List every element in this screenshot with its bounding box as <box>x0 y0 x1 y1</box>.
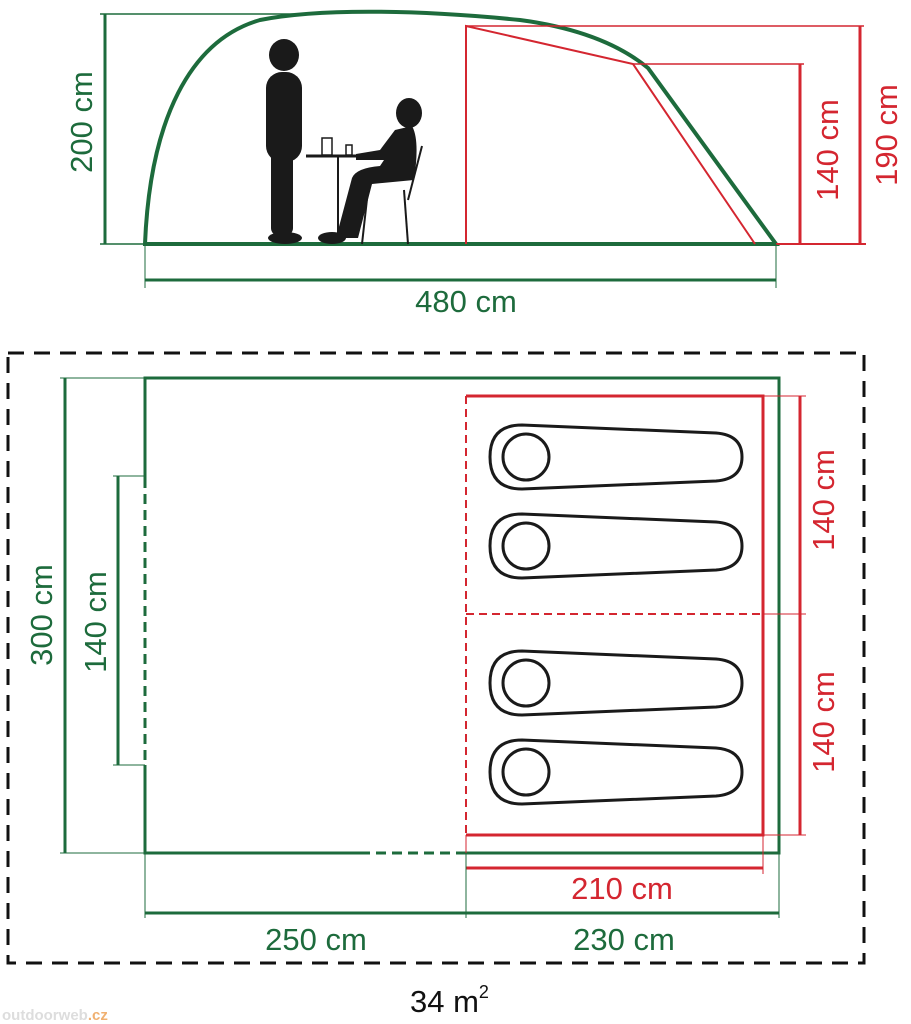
seated-person-icon <box>318 98 422 244</box>
label-bedroom-depth: 210 cm <box>571 871 673 906</box>
sleeping-bag-icon <box>488 512 744 580</box>
label-width-total: 300 cm <box>24 564 59 666</box>
footprint-outline <box>6 351 866 965</box>
chair-icon <box>361 145 423 245</box>
side-view: 200 cm 480 cm 140 cm 190 cm <box>64 9 904 319</box>
floor-plan: 300 cm 140 cm 140 cm 140 cm 210 cm 250 c… <box>2 351 866 1024</box>
label-bedroom-low-height: 140 cm <box>810 99 845 201</box>
sleeping-bag-icon <box>488 738 744 806</box>
watermark-logo: outdoorweb.cz <box>2 1007 108 1024</box>
label-bedroom-width-top: 140 cm <box>806 449 841 551</box>
label-door-width: 140 cm <box>78 571 113 673</box>
label-bedroom-section-length: 230 cm <box>573 922 675 957</box>
label-living-length: 250 cm <box>265 922 367 957</box>
bedroom-inner-outline <box>465 24 756 245</box>
standing-person-icon <box>266 39 302 244</box>
label-bedroom-peak-height: 190 cm <box>869 84 904 186</box>
label-length-total: 480 cm <box>415 284 517 319</box>
table-icon <box>306 137 360 240</box>
label-height-total: 200 cm <box>64 71 99 173</box>
label-area: 34 m2 <box>410 982 489 1019</box>
label-bedroom-width-bottom: 140 cm <box>806 671 841 773</box>
sleeping-bag-icon <box>488 649 744 717</box>
bedroom-outline <box>466 394 765 837</box>
sleeping-bag-icon <box>488 423 744 491</box>
tent-outline <box>142 9 780 246</box>
